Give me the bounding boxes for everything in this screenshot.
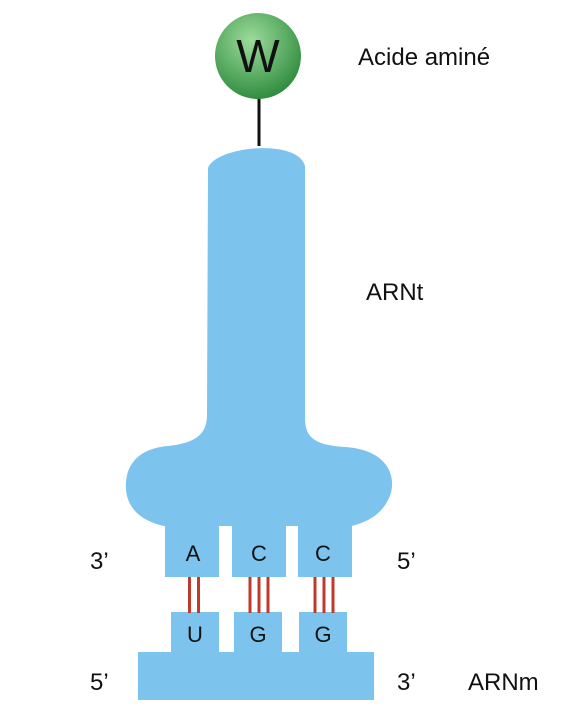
trna-end-right: 5’ [397,548,416,575]
mrna-base-2: G [249,622,266,647]
mrna-label: ARNm [468,669,539,696]
amino-acid-ball [215,13,301,99]
trna-base-box-2 [232,522,286,577]
mrna: U G G [138,612,374,700]
amino-acid-label: Acide aminé [358,44,490,71]
mrna-strand [138,652,374,700]
amino-acid-symbol: W [236,30,280,82]
mrna-base-box-3 [299,612,347,654]
trna-base-3: C [315,541,331,566]
trna-base-1: A [186,541,201,566]
trna: A C C [125,148,393,577]
trna-body [125,148,393,526]
mrna-base-box-2 [234,612,282,654]
trna-base-box-3 [298,522,352,577]
hydrogen-bonds [188,576,335,613]
trna-base-2: C [251,541,267,566]
mrna-end-right: 3’ [397,669,416,696]
mrna-base-box-1 [171,612,219,654]
trna-label: ARNt [366,279,424,306]
amino-acid-group: W [215,13,301,146]
trna-base-box-1 [165,522,219,577]
trna-end-left: 3’ [90,548,109,575]
mrna-base-3: G [314,622,331,647]
mrna-end-left: 5’ [90,669,109,696]
mrna-base-1: U [187,622,203,647]
